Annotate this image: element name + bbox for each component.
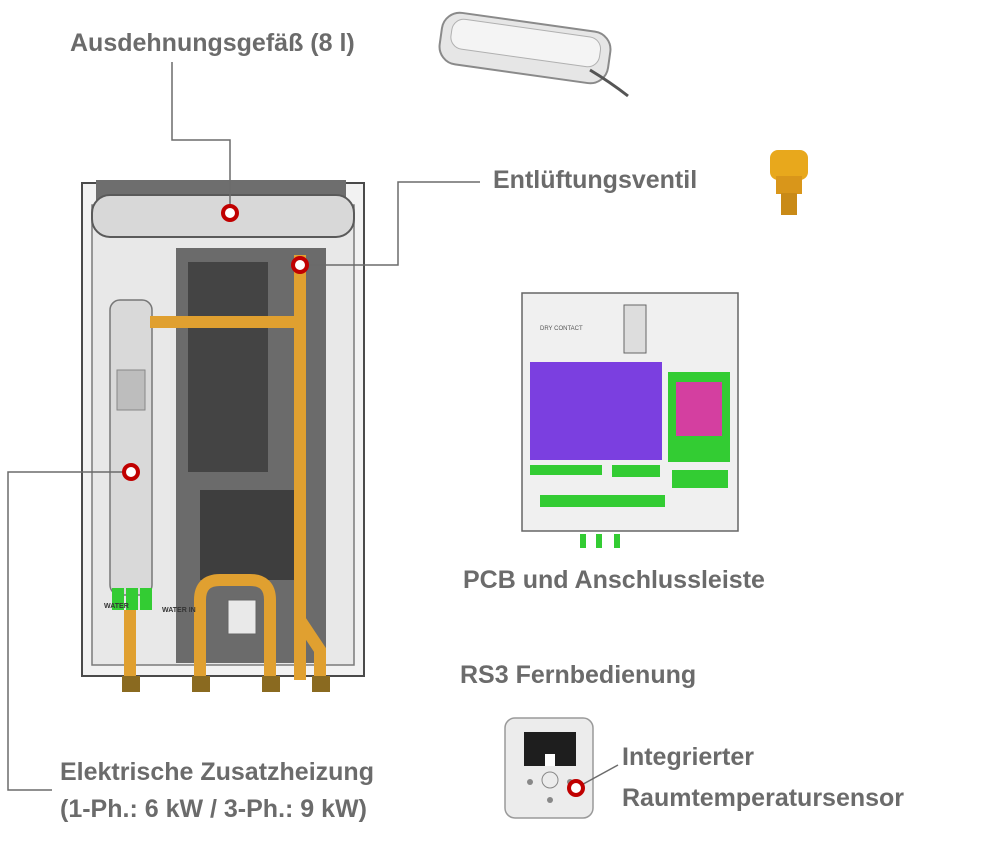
label-remote: RS3 Fernbedienung: [460, 661, 697, 689]
unit-water-in-text: WATER IN: [162, 607, 196, 614]
remote-image: [504, 717, 594, 819]
markers: [122, 204, 585, 797]
marker-vent-valve: [291, 256, 309, 274]
label-sensor-line1: Integrierter: [622, 743, 754, 771]
vent-valve-image: [770, 150, 808, 215]
leader-vent-valve: [300, 181, 480, 266]
label-expansion-vessel: Ausdehnungsgefäß (8 l): [70, 29, 355, 57]
label-heater-line1: Elektrische Zusatzheizung: [60, 758, 374, 786]
label-vent-valve: Entlüftungsventil: [493, 166, 698, 194]
label-pcb: PCB und Anschlussleiste: [463, 566, 765, 594]
pcb-contact-text: DRY CONTACT: [540, 326, 583, 332]
unit-water-out-text: WATER: [104, 603, 129, 610]
marker-heater: [122, 463, 140, 481]
pcb-image: [521, 292, 739, 548]
marker-expansion-vessel: [221, 204, 239, 222]
marker-sensor: [567, 779, 585, 797]
label-sensor-line2: Raumtemperatursensor: [622, 784, 905, 812]
leader-heater: [7, 471, 130, 791]
label-heater-line2: (1-Ph.: 6 kW / 3-Ph.: 9 kW): [60, 795, 367, 823]
leader-expansion-vessel: [171, 62, 231, 213]
indoor-unit-drawing: [81, 180, 365, 692]
expansion-vessel-image: [438, 11, 629, 98]
